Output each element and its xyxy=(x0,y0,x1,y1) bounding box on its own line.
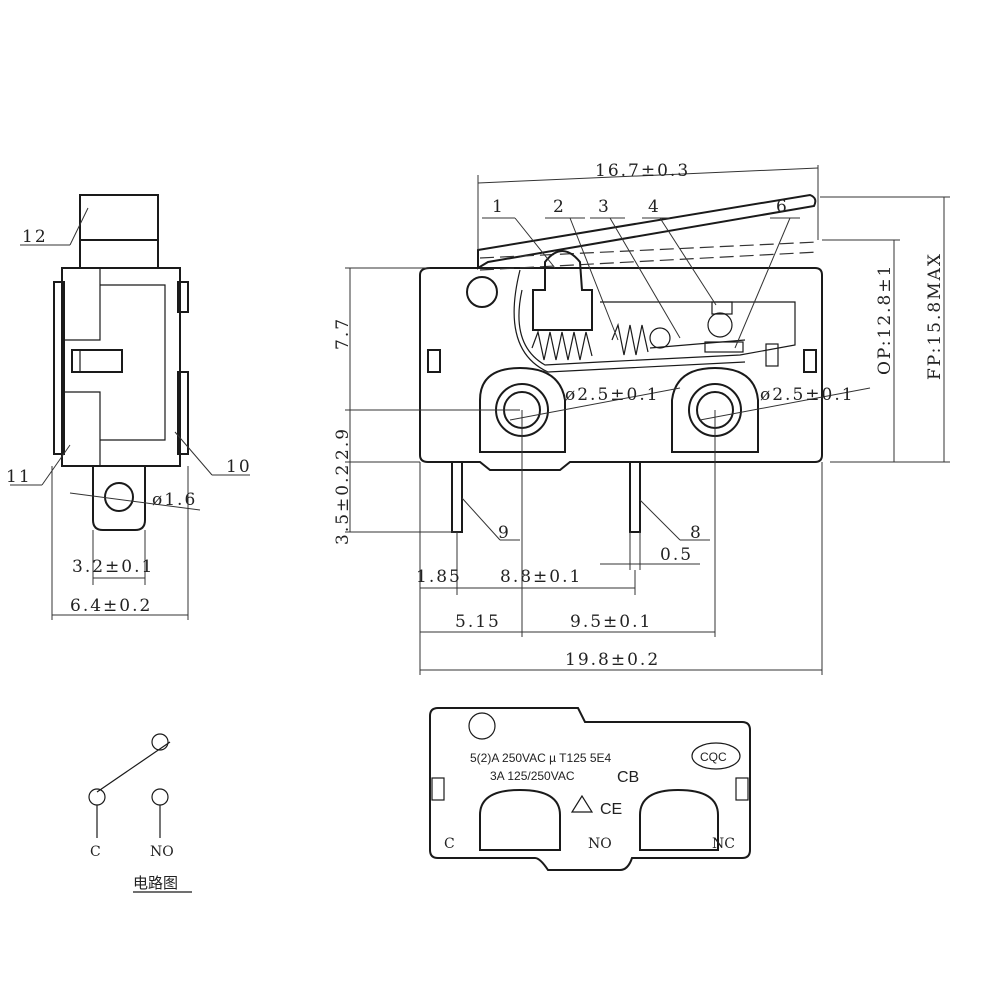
dim-terminal-width: 3.2±0.1 xyxy=(72,557,154,577)
dim-9-5: 9.5±0.1 xyxy=(570,612,652,632)
dim-hole-right: ø2.5±0.1 xyxy=(760,385,855,405)
circuit-label-no: NO xyxy=(150,844,174,860)
dim-2-9: 2.9 xyxy=(333,427,353,460)
front-view: 1 2 3 4 6 16.7±0.3 FP:15.8MAX OP:12.8±1 … xyxy=(333,161,950,675)
dim-3-5: 3.5±0.2 xyxy=(333,463,353,545)
dim-0-5: 0.5 xyxy=(660,545,693,565)
callout-2: 2 xyxy=(553,197,566,217)
dim-body-width: 6.4±0.2 xyxy=(70,596,152,616)
terminal-hole xyxy=(104,482,134,512)
side-view: ø1.6 12 11 10 3.2±0.1 6.4±0.2 xyxy=(6,194,252,620)
cb-mark: CB xyxy=(617,769,639,786)
label-body xyxy=(429,707,751,871)
label-view: 5(2)A 250VAC µ T125 5E4 3A 125/250VAC CB… xyxy=(429,707,751,871)
callout-4: 4 xyxy=(648,197,661,217)
circuit-no-node xyxy=(151,788,169,806)
terminal-label-c: C xyxy=(444,836,455,852)
dim-7-7: 7.7 xyxy=(333,317,353,350)
dim-lever-length: 16.7±0.3 xyxy=(595,161,690,181)
circuit-label-c: C xyxy=(90,844,101,860)
dim-hole-left: ø2.5±0.1 xyxy=(565,385,660,405)
dim-hole-diameter: ø1.6 xyxy=(152,490,197,510)
callout-10: 10 xyxy=(226,457,252,477)
terminal-no xyxy=(629,461,641,533)
plunger xyxy=(532,250,593,331)
dim-5-15: 5.15 xyxy=(455,612,501,632)
rating-line-2: 3A 125/250VAC xyxy=(490,769,575,783)
callout-9: 9 xyxy=(498,523,511,543)
side-lever xyxy=(79,194,159,241)
mount-hint-circle xyxy=(466,276,498,308)
terminal-c xyxy=(451,461,463,533)
circuit-nc-node xyxy=(151,733,169,751)
side-body xyxy=(61,267,181,467)
callout-11: 11 xyxy=(6,467,32,487)
dim-1-85: 1.85 xyxy=(416,567,462,587)
circuit-caption: 电路图 xyxy=(133,874,178,892)
terminal-label-nc: NC xyxy=(712,836,735,852)
rating-line-1: 5(2)A 250VAC µ T125 5E4 xyxy=(470,751,612,765)
terminal-label-no: NO xyxy=(588,836,612,852)
callout-3: 3 xyxy=(598,197,611,217)
dim-19-8: 19.8±0.2 xyxy=(565,650,660,670)
callout-6: 6 xyxy=(776,197,789,217)
ce-mark: CE xyxy=(600,801,622,818)
cqc-mark-oval xyxy=(691,742,741,770)
cqc-mark: CQC xyxy=(700,750,727,764)
circuit-diagram: C NO 电路图 xyxy=(88,733,192,893)
switch-body xyxy=(419,267,823,471)
dim-fp: FP:15.8MAX xyxy=(925,252,945,380)
callout-1: 1 xyxy=(492,197,505,217)
callout-12: 12 xyxy=(22,227,48,247)
lever-arm xyxy=(477,193,817,270)
triangle-mark-icon xyxy=(570,794,594,813)
dim-8-8: 8.8±0.1 xyxy=(500,567,582,587)
dim-op: OP:12.8±1 xyxy=(875,264,895,375)
callout-8: 8 xyxy=(690,523,703,543)
